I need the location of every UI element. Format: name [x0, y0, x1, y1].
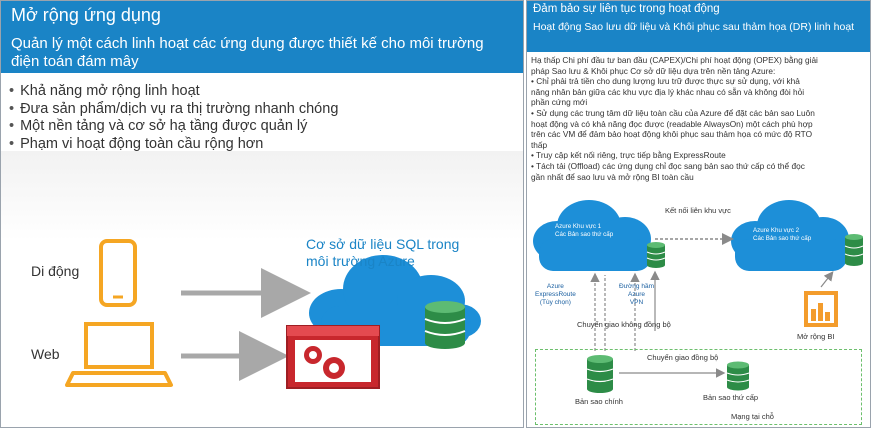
region-1-label: Azure Khu vực 1 Các Bản sao thứ cấp: [555, 223, 613, 238]
body-line: • Sử dụng các trung tâm dữ liệu toàn cầu…: [531, 107, 815, 118]
vpn-label-line: Đường hầm: [619, 283, 654, 290]
sql-caption-line: Cơ sở dữ liệu SQL trong: [306, 236, 460, 252]
bi-scaleout-icon: [804, 291, 838, 327]
expressroute-label-line: ExpressRoute: [535, 291, 576, 298]
expressroute-label: Azure ExpressRoute (Tùy chọn): [535, 283, 576, 307]
right-subtitle-bar: [527, 18, 870, 52]
body-line: gần nhất để sao lưu và mở rộng BI toàn c…: [531, 171, 694, 182]
database-icon: [424, 301, 466, 349]
bullet-item: Một nền tảng và cơ sở hạ tầng được quản …: [9, 118, 338, 136]
async-label: Chuyển giao không đồng bộ: [577, 320, 671, 329]
body-line: Hạ thấp Chi phí đầu tư ban đầu (CAPEX)/C…: [531, 55, 818, 65]
right-title-bar: [527, 1, 870, 18]
region-1-database-icon: [646, 242, 666, 268]
bi-label: Mở rộng BI: [797, 332, 835, 341]
onprem-label: Mạng tại chỗ: [731, 412, 774, 421]
bi-arrow: [820, 271, 834, 288]
sql-caption-line: môi trường Azure: [306, 253, 415, 269]
body-line: năng nhân bản giữa các khu vực địa lý kh…: [531, 86, 805, 97]
onprem-network-box: [535, 349, 862, 425]
left-diagram: [65, 239, 481, 389]
application-window-icon: [286, 325, 380, 389]
laptop-icon: [65, 322, 173, 387]
vpn-label-line: Azure: [628, 291, 645, 298]
body-line: • Truy cập kết nối riêng, trực tiếp bằng…: [531, 150, 726, 161]
web-label: Web: [31, 346, 60, 362]
right-body-text: Hạ thấp Chi phí đầu tư ban đầu (CAPEX)/C…: [531, 55, 866, 182]
azure-region-2-cloud-icon: [731, 200, 849, 271]
left-bullet-list: Khả năng mở rộng linh hoạt Đưa sản phẩm/…: [9, 83, 338, 153]
interregion-label: Kết nối liên khu vực: [665, 206, 731, 215]
body-line: thấp: [531, 139, 548, 150]
bullet-item: Đưa sản phẩm/dịch vụ ra thị trường nhanh…: [9, 101, 338, 119]
primary-replica-label: Bản sao chính: [575, 397, 623, 406]
body-line: hoạt động và có khả năng đọc được (reada…: [531, 118, 813, 129]
phone-icon: [99, 239, 137, 307]
left-title: Mở rộng ứng dụng: [11, 5, 161, 25]
dr-diagram: [533, 200, 864, 393]
bullet-item: Khả năng mở rộng linh hoạt: [9, 83, 338, 101]
body-line: phần cứng mới: [531, 97, 588, 108]
secondary-database-icon: [726, 361, 750, 391]
right-title: Đảm bảo sự liên tục trong hoạt động: [533, 3, 720, 15]
sync-label: Chuyển giao đồng bộ: [647, 353, 719, 362]
body-line: pháp Sao lưu & Khôi phục Cơ sở dữ liệu d…: [531, 65, 776, 76]
primary-database-icon: [586, 355, 614, 393]
left-panel: Mở rộng ứng dụng Quản lý một cách linh h…: [0, 0, 524, 428]
region-label-line: Các Bản sao thứ cấp: [753, 234, 812, 242]
region-label-line: Các Bản sao thứ cấp: [555, 230, 614, 238]
left-title-bar: [1, 1, 523, 31]
region-2-label: Azure Khu vực 2 Các Bản sao thứ cấp: [753, 227, 811, 242]
bullet-item: Phạm vi hoạt động toàn cầu rộng hơn: [9, 136, 338, 154]
region-label-line: Azure Khu vực 1: [555, 223, 602, 230]
expressroute-label-line: Azure: [546, 283, 564, 290]
vpn-label: Đường hầm Azure VPN: [619, 283, 654, 307]
right-panel: Đảm bảo sự liên tục trong hoạt động Hoạt…: [526, 0, 871, 428]
left-subtitle-bar: [1, 31, 523, 73]
sql-azure-caption: Cơ sở dữ liệu SQL trong môi trường Azure: [306, 236, 459, 270]
region-label-line: Azure Khu vực 2: [753, 227, 800, 234]
left-subtitle: Quản lý một cách linh hoạt các ứng dụng …: [11, 35, 484, 70]
vpn-label-line: VPN: [629, 299, 644, 306]
body-line: • Chỉ phải trả tiền cho dung lượng lưu t…: [531, 76, 800, 87]
expressroute-label-line: (Tùy chọn): [539, 299, 571, 306]
right-subtitle: Hoạt động Sao lưu dữ liệu và Khôi phục s…: [533, 21, 855, 33]
body-line: trên các VM để đảm bảo hoạt động khôi ph…: [531, 129, 813, 140]
secondary-replica-label: Bản sao thứ cấp: [703, 393, 759, 402]
region-2-database-icon: [844, 234, 864, 266]
body-line: • Tách tải (Offload) các ứng dụng chỉ đọ…: [531, 160, 805, 171]
left-background-fade: [1, 151, 523, 241]
azure-region-1-cloud-icon: [533, 200, 651, 271]
mobile-label: Di động: [31, 263, 80, 279]
